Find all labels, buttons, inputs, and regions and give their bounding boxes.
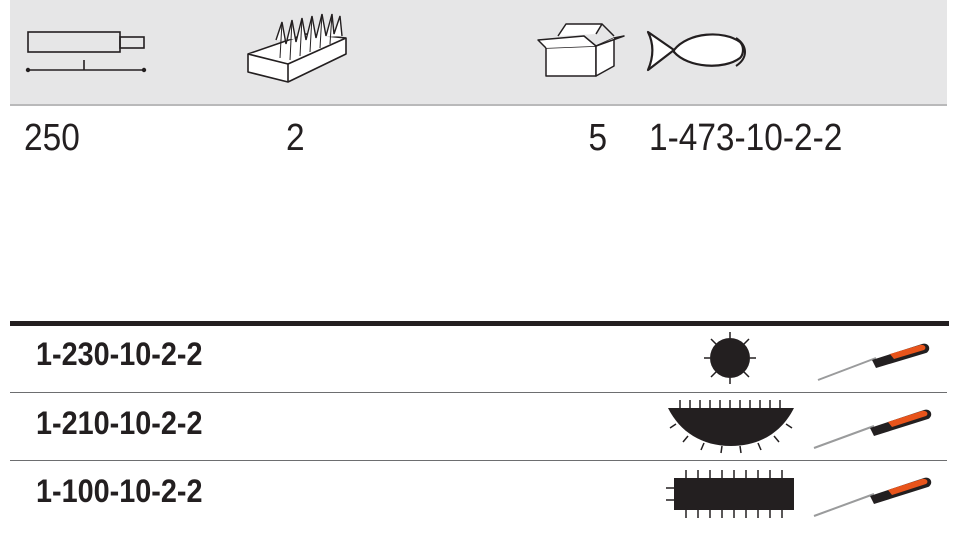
- spec-header: [10, 0, 947, 104]
- row-divider: [10, 460, 947, 461]
- row-divider: [10, 392, 947, 393]
- round-profile-icon: [700, 328, 760, 388]
- needle-file-icon: [816, 336, 936, 384]
- length-value: 250: [24, 117, 80, 159]
- table-top-rule: [10, 321, 949, 326]
- article-number-value: 1-473-10-2-2: [649, 117, 843, 159]
- needle-file-icon: [812, 402, 938, 452]
- file-length-icon: [24, 28, 149, 76]
- half-round-profile-icon: [664, 398, 798, 454]
- cut-icon: [246, 10, 350, 92]
- header-divider: [10, 104, 947, 106]
- variant-code: 1-100-10-2-2: [36, 473, 203, 509]
- needle-file-icon: [812, 470, 938, 520]
- flat-profile-icon: [666, 466, 798, 524]
- variant-code: 1-210-10-2-2: [36, 405, 203, 441]
- article-number-fish-icon: [644, 26, 750, 76]
- package-quantity-icon: [536, 22, 628, 78]
- cut-value: 2: [286, 117, 305, 159]
- variant-code: 1-230-10-2-2: [36, 336, 203, 372]
- package-quantity-value: 5: [588, 117, 607, 159]
